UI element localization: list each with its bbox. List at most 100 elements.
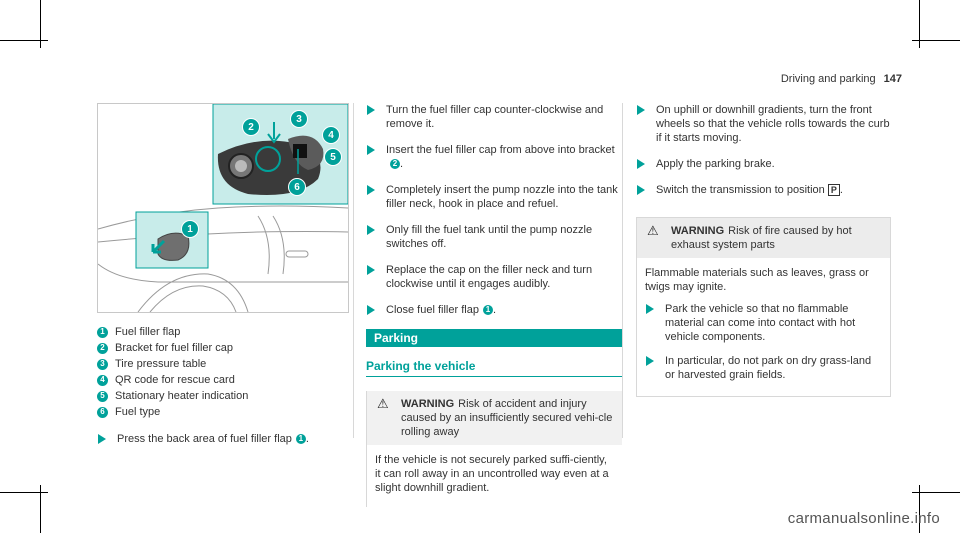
park-position-symbol: P	[827, 184, 840, 196]
step-text: Apply the parking brake.	[656, 158, 775, 170]
step-arrow-icon	[646, 356, 654, 366]
step-arrow-icon	[646, 304, 654, 314]
column-2: Turn the fuel filler cap counter-clockwi…	[366, 103, 622, 507]
crop-mark	[0, 40, 48, 41]
step-arrow-icon	[367, 105, 375, 115]
inline-callout: 2	[390, 159, 400, 170]
instruction-step: Only fill the fuel tank until the pump n…	[366, 223, 622, 251]
step-arrow-icon	[367, 305, 375, 315]
step-end: .	[305, 433, 309, 445]
instruction-step: Turn the fuel filler cap counter-clockwi…	[366, 103, 622, 131]
crop-mark	[0, 492, 48, 493]
instruction-step: Replace the cap on the filler neck and t…	[366, 263, 622, 291]
crop-mark	[919, 0, 920, 48]
step-text: Replace the cap on the filler neck and t…	[386, 264, 593, 290]
step-text: Completely insert the pump nozzle into t…	[386, 184, 618, 210]
step-text: Only fill the fuel tank until the pump n…	[386, 224, 593, 250]
legend-number: 3	[97, 358, 108, 370]
legend-text: QR code for rescue card	[115, 374, 235, 386]
legend-item: 2 Bracket for fuel filler cap	[97, 340, 309, 356]
figure-callout-6: 6	[288, 178, 306, 196]
step-text: In particular, do not park on dry grass-…	[665, 355, 872, 381]
header-section: Driving and parking	[780, 73, 876, 85]
car-illustration	[98, 104, 348, 312]
column-3: On uphill or downhill gradients, turn th…	[636, 103, 891, 397]
step-end: .	[839, 184, 843, 196]
legend-text: Fuel filler flap	[115, 326, 181, 338]
running-header: Driving and parking 147	[781, 73, 902, 85]
legend-number: 1	[97, 326, 108, 338]
legend-item: 4 QR code for rescue card	[97, 372, 309, 388]
inline-callout: 1	[295, 434, 306, 445]
warning-title: Risk of accident and injury caused by an…	[401, 398, 613, 438]
instruction-step: Completely insert the pump nozzle into t…	[366, 183, 622, 211]
figure-callout-2: 2	[242, 118, 260, 136]
warning-body: If the vehicle is not securely parked su…	[367, 445, 622, 507]
legend-item: 5 Stationary heater indication	[97, 388, 309, 404]
instruction-step: Apply the parking brake.	[636, 157, 891, 171]
crop-mark	[919, 485, 920, 533]
watermark: carmanualsonline.info	[787, 510, 940, 527]
instruction-step: Insert the fuel filler cap from above in…	[366, 143, 622, 171]
legend-number: 6	[97, 406, 108, 418]
legend-text: Stationary heater indication	[115, 390, 249, 402]
figure-callout-5: 5	[324, 148, 342, 166]
crop-mark	[40, 485, 41, 533]
legend-text: Bracket for fuel filler cap	[115, 342, 233, 354]
legend-item: 1 Fuel filler flap	[97, 324, 309, 340]
step-arrow-icon	[637, 105, 645, 115]
subsection-title: Parking the vehicle	[366, 359, 622, 377]
crop-mark	[912, 40, 960, 41]
instruction-step: Park the vehicle so that no flammable ma…	[645, 302, 882, 344]
figure-legend: 1 Fuel filler flap 2 Bracket for fuel fill…	[97, 324, 309, 446]
warning-icon: ⚠	[647, 223, 659, 238]
step-text: Switch the transmission to position	[656, 184, 825, 196]
step-arrow-icon	[367, 225, 375, 235]
column-divider	[353, 103, 354, 438]
step-end: .	[492, 304, 496, 316]
legend-number: 4	[97, 374, 108, 386]
column-divider	[622, 103, 623, 438]
step-text: Close fuel filler flap	[386, 304, 479, 316]
warning-title: Risk of fire caused by hot exhaust syste…	[671, 225, 852, 251]
figure-callout-4: 4	[322, 126, 340, 144]
warning-body: Flammable materials such as leaves, gras…	[637, 258, 890, 396]
step-arrow-icon	[367, 145, 375, 155]
instruction-step: Switch the transmission to position P.	[636, 183, 891, 197]
legend-text: Fuel type	[115, 406, 161, 418]
warning-text: If the vehicle is not securely parked su…	[375, 454, 609, 494]
step-text: On uphill or downhill gradients, turn th…	[656, 104, 890, 144]
step-text: Park the vehicle so that no flammable ma…	[665, 303, 856, 343]
step-arrow-icon	[367, 185, 375, 195]
warning-text: Flammable materials such as leaves, gras…	[645, 267, 869, 293]
step-arrow-icon	[98, 434, 106, 444]
step-arrow-icon	[637, 185, 645, 195]
inline-callout: 1	[482, 305, 493, 316]
legend-number: 2	[97, 342, 108, 354]
instruction-step: In particular, do not park on dry grass-…	[645, 354, 882, 382]
warning-label: WARNING	[401, 398, 455, 410]
step-arrow-icon	[367, 265, 375, 275]
crop-mark	[912, 492, 960, 493]
step-text: Press the back area of fuel filler flap	[117, 433, 292, 445]
instruction-step: On uphill or downhill gradients, turn th…	[636, 103, 891, 145]
crop-mark	[40, 0, 41, 48]
legend-item: 6 Fuel type	[97, 404, 309, 420]
page-number: 147	[883, 73, 902, 85]
section-title: Parking	[366, 329, 622, 347]
step-arrow-icon	[637, 159, 645, 169]
step-text: Turn the fuel filler cap counter-clockwi…	[386, 104, 604, 130]
fuel-filler-figure: 1 2 3 4 5 6	[97, 103, 349, 313]
figure-callout-1: 1	[181, 220, 199, 238]
legend-number: 5	[97, 390, 108, 402]
step-end: .	[400, 158, 404, 170]
step-text: Insert the fuel filler cap from above in…	[386, 144, 615, 156]
figure-callout-3: 3	[290, 110, 308, 128]
